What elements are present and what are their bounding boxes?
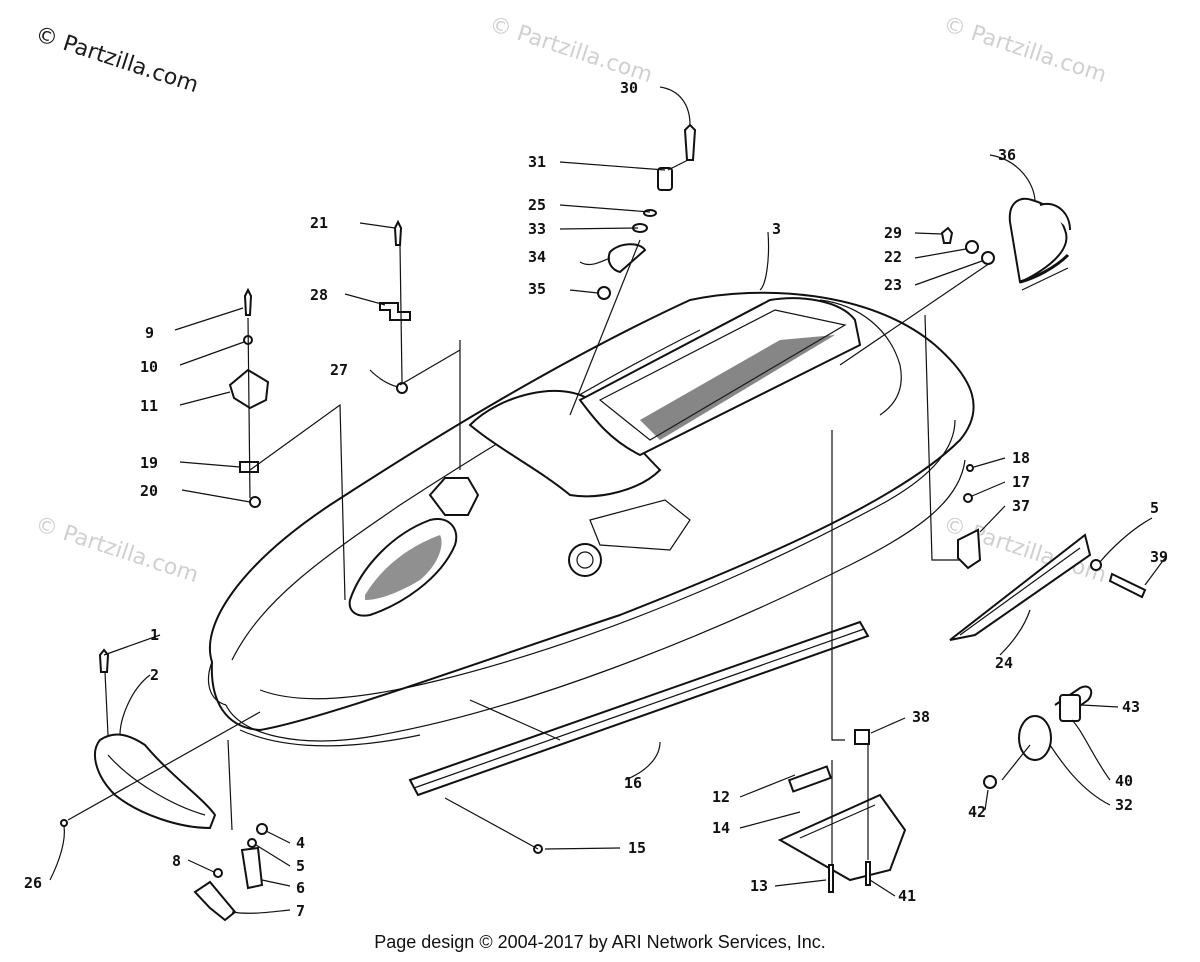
callout-14: 14 [712,819,730,837]
callout-10: 10 [140,358,158,376]
watermark-faint: © Partzilla.com [940,12,1109,88]
callout-40: 40 [1115,772,1133,790]
callout-labels: 30 31 25 33 34 35 21 28 27 9 10 11 19 20… [24,79,1168,920]
callout-8: 8 [172,852,181,870]
callout-29: 29 [884,224,902,242]
callout-26: 26 [24,874,42,892]
callout-5-right: 5 [1150,499,1159,517]
callout-20: 20 [140,482,158,500]
callout-27: 27 [330,361,348,379]
callout-41: 41 [898,887,916,905]
callout-5-left: 5 [296,857,305,875]
callout-18: 18 [1012,449,1030,467]
callout-32: 32 [1115,796,1133,814]
callout-43: 43 [1122,698,1140,716]
callout-13: 13 [750,877,768,895]
watermark-faint: © Partzilla.com [32,512,201,588]
callout-25: 25 [528,196,546,214]
callout-23: 23 [884,276,902,294]
callout-1: 1 [150,626,159,644]
rub-rail [408,620,870,797]
callout-31: 31 [528,153,546,171]
callout-33: 33 [528,220,546,238]
callout-6: 6 [296,879,305,897]
callout-7: 7 [296,902,305,920]
callout-11: 11 [140,397,158,415]
callout-16: 16 [624,774,642,792]
grab-handle [1008,197,1071,291]
callout-3: 3 [772,220,781,238]
hull-body [208,291,975,747]
watermark-faint: © Partzilla.com [486,12,655,88]
callout-37: 37 [1012,497,1030,515]
callout-22: 22 [884,248,902,266]
footer-copyright: Page design © 2004-2017 by ARI Network S… [374,932,826,952]
callout-36: 36 [998,146,1016,164]
callout-2: 2 [150,666,159,684]
callout-30: 30 [620,79,638,97]
keel-fin [949,533,1092,641]
callout-12: 12 [712,788,730,806]
front-bumper [94,733,217,830]
callout-24: 24 [995,654,1013,672]
callout-35: 35 [528,280,546,298]
callout-9: 9 [145,324,154,342]
callout-39: 39 [1150,548,1168,566]
callout-21: 21 [310,214,328,232]
callout-15: 15 [628,839,646,857]
callout-28: 28 [310,286,328,304]
ride-plate [777,793,907,882]
watermark-main: © Partzilla.com [32,22,201,98]
callout-38: 38 [912,708,930,726]
callout-19: 19 [140,454,158,472]
callout-34: 34 [528,248,546,266]
callout-42: 42 [968,803,986,821]
hardware [60,123,1147,922]
callout-4: 4 [296,834,305,852]
leader-lines [49,86,1166,914]
callout-17: 17 [1012,473,1030,491]
